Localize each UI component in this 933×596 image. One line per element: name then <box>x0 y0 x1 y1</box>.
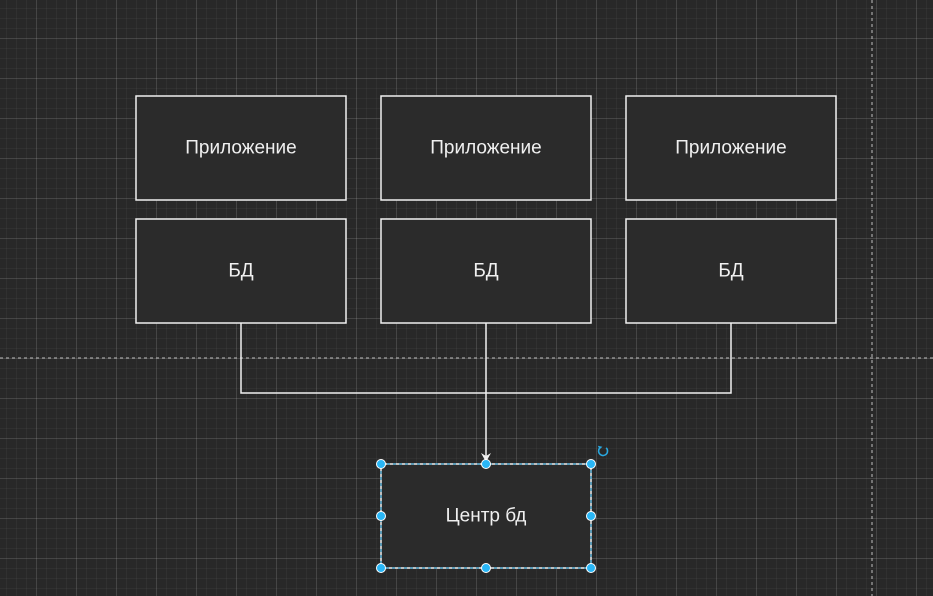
resize-handle-bottom[interactable] <box>481 563 491 573</box>
node-app-1[interactable]: Приложение <box>135 95 347 201</box>
resize-handle-top-right[interactable] <box>586 459 596 469</box>
resize-handle-top[interactable] <box>481 459 491 469</box>
resize-handle-bottom-right[interactable] <box>586 563 596 573</box>
resize-handle-bottom-left[interactable] <box>376 563 386 573</box>
node-label: БД <box>473 261 498 282</box>
connector-db3-center[interactable] <box>486 323 732 394</box>
node-db-3[interactable]: БД <box>625 218 837 324</box>
node-label: Приложение <box>675 138 786 159</box>
node-label: Приложение <box>430 138 541 159</box>
connector-db1-center[interactable] <box>240 323 486 394</box>
node-db-2[interactable]: БД <box>380 218 592 324</box>
node-app-3[interactable]: Приложение <box>625 95 837 201</box>
node-label: Приложение <box>185 138 296 159</box>
node-label: БД <box>718 261 743 282</box>
node-app-2[interactable]: Приложение <box>380 95 592 201</box>
node-center[interactable]: Центр бд <box>376 445 609 573</box>
resize-handle-right[interactable] <box>586 511 596 521</box>
rotate-icon[interactable] <box>597 445 609 457</box>
node-label: БД <box>228 261 253 282</box>
node-db-1[interactable]: БД <box>135 218 347 324</box>
node-label: Центр бд <box>446 506 527 527</box>
resize-handle-top-left[interactable] <box>376 459 386 469</box>
resize-handle-left[interactable] <box>376 511 386 521</box>
